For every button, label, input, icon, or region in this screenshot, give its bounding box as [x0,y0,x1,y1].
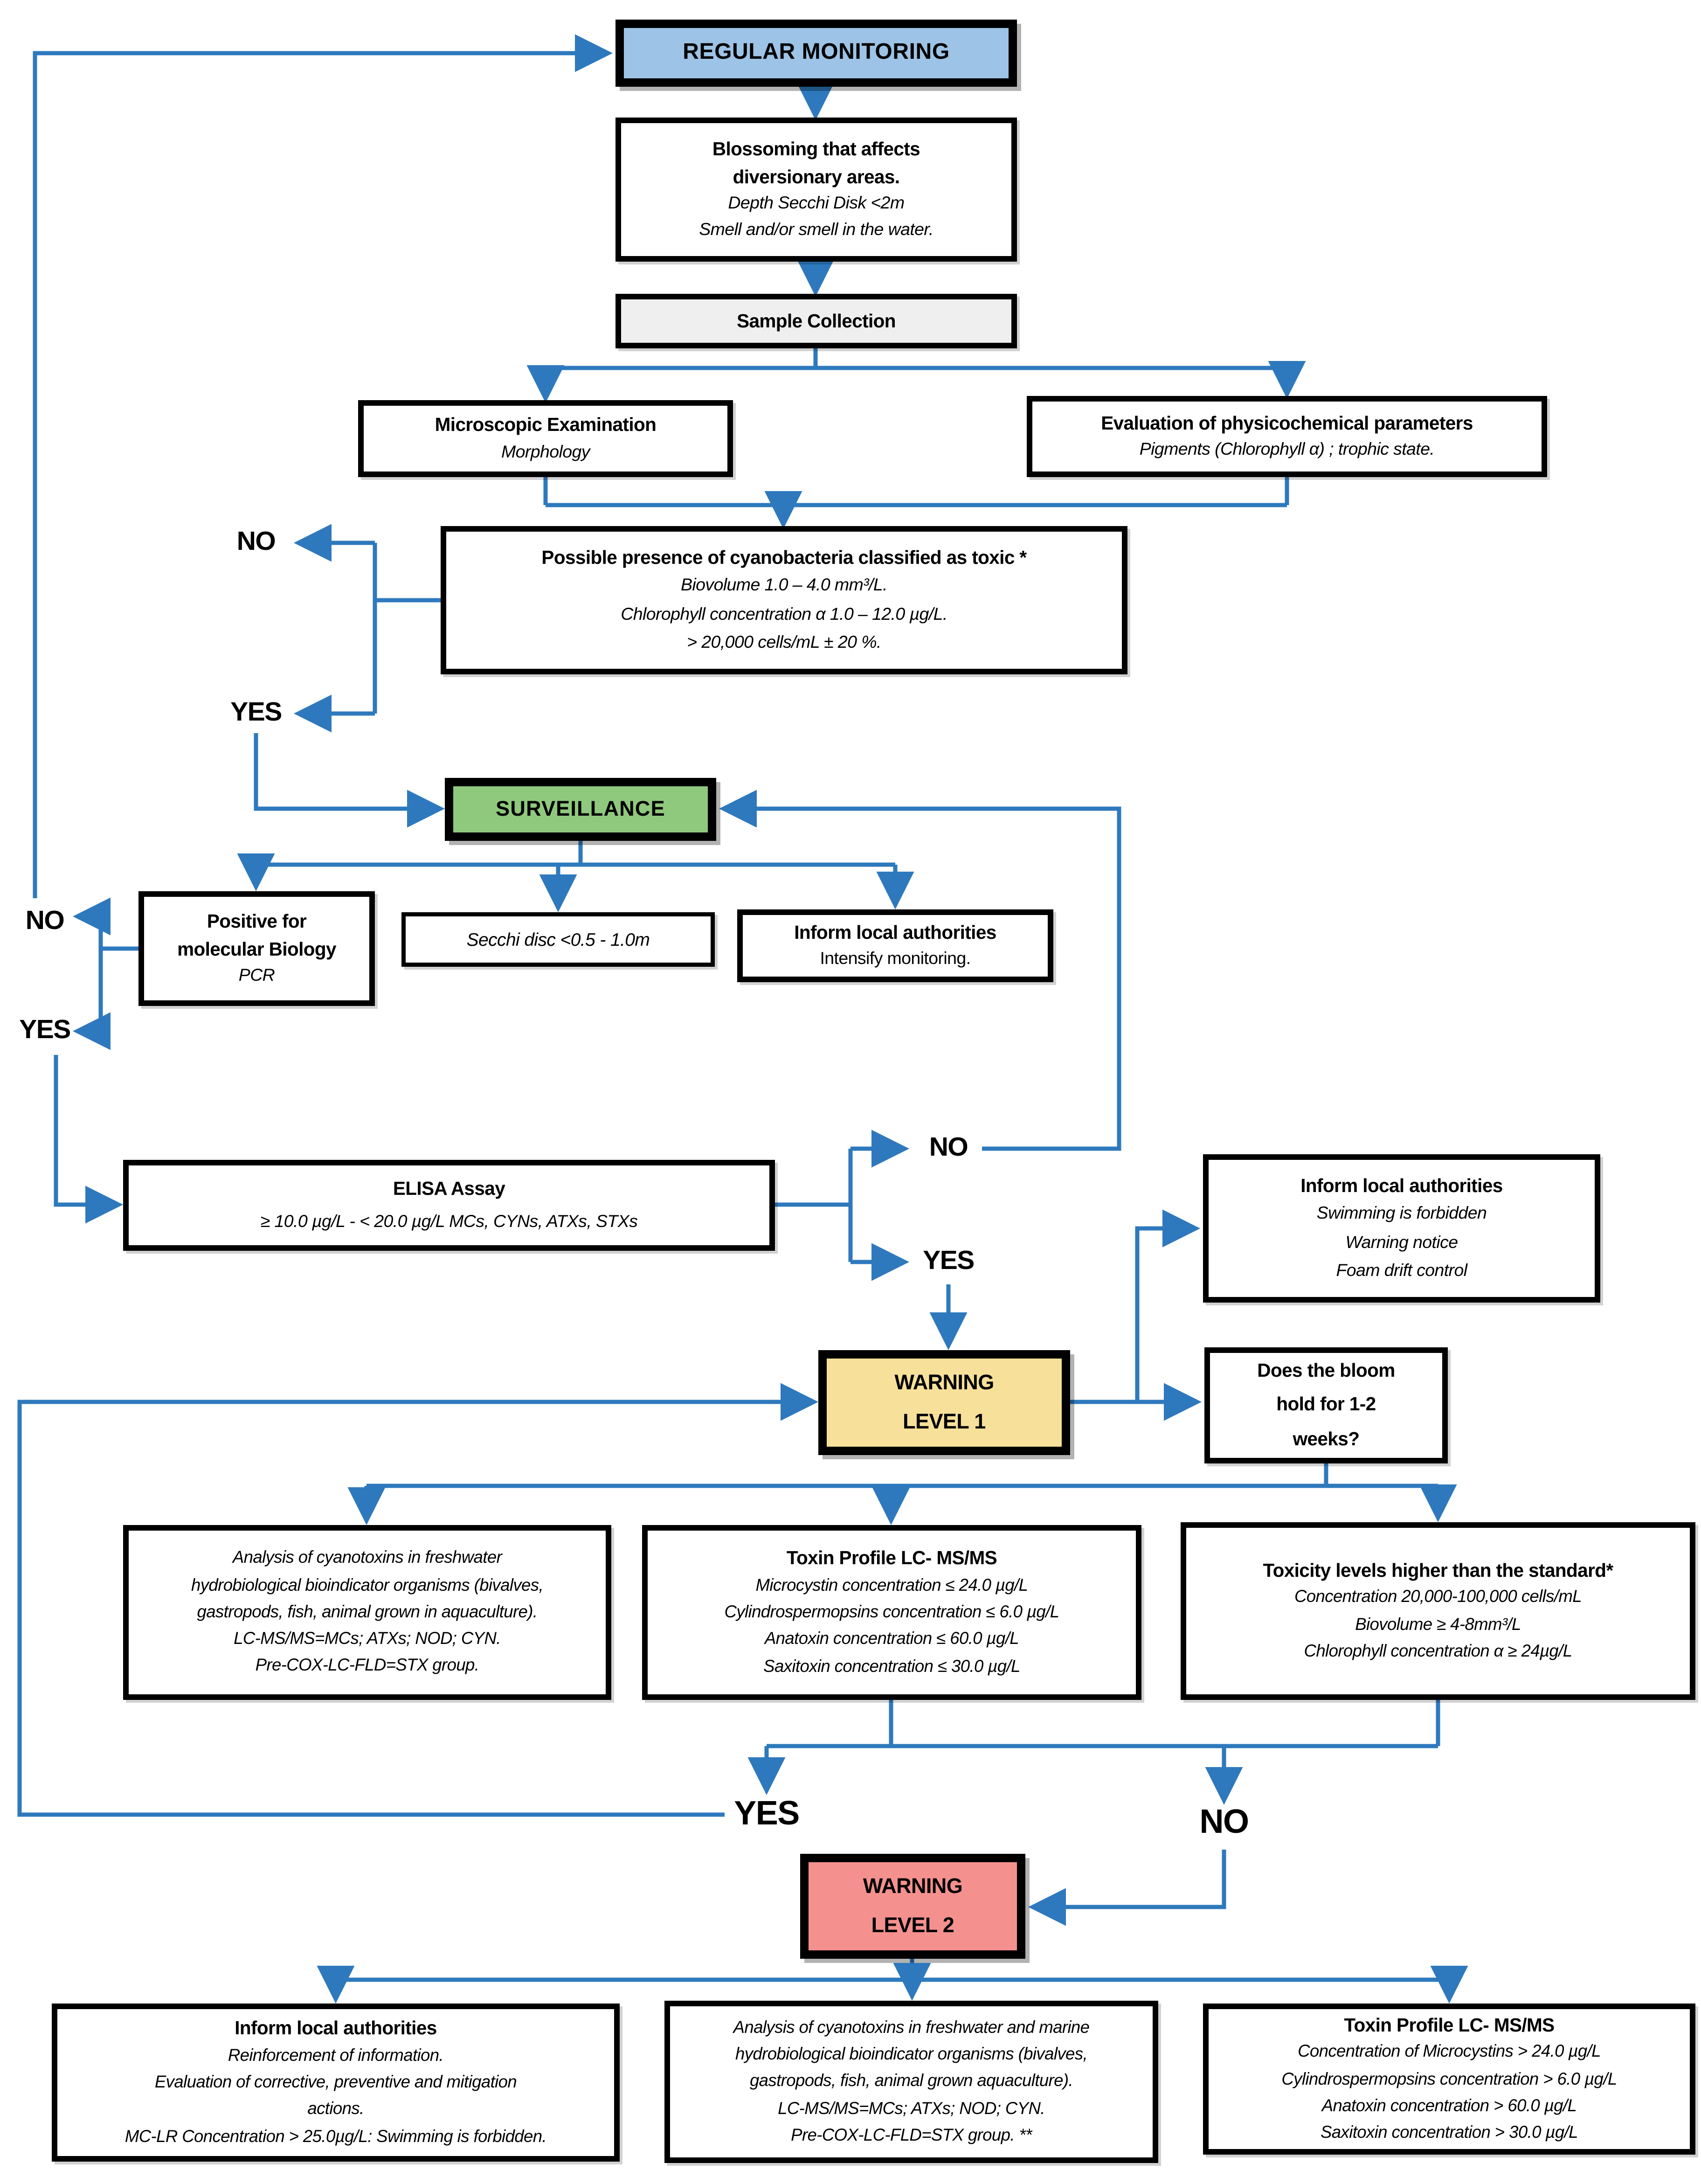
node-physicochemical-parameters: Evaluation of physicochemical parameters… [1027,396,1547,477]
node-surveillance: SURVEILLANCE [445,778,716,841]
branch-label-yes-pcr: YES [19,1016,71,1045]
node-body: Swimming is forbidden Warning notice Foa… [1316,1204,1487,1280]
node-body: Depth Secchi Disk <2m Smell and/or smell… [699,193,933,240]
node-title: Toxin Profile LC- MS/MS [1344,2014,1555,2036]
node-body: Reinforcement of information. Evaluation… [124,2045,547,2146]
node-analysis-freshwater-bioindicator: Analysis of cyanotoxins in freshwater hy… [123,1525,611,1700]
node-title: Sample Collection [737,310,896,332]
node-title: Inform local authorities [235,2018,437,2039]
node-toxin-profile-level1: Toxin Profile LC- MS/MS Microcystin conc… [642,1525,1141,1700]
node-body: Concentration 20,000-100,000 cells/mL Bi… [1294,1587,1582,1661]
node-body: Biovolume 1.0 – 4.0 mm³/L. Chlorophyll c… [621,575,947,652]
branch-label-yes-standard: YES [734,1795,800,1833]
node-body: Analysis of cyanotoxins in freshwater an… [733,2017,1090,2145]
node-title: SURVEILLANCE [496,797,665,821]
node-title: Microscopic Examination [435,415,657,436]
node-toxicity-above-standard: Toxicity levels higher than the standard… [1181,1522,1695,1700]
branch-label-no-standard: NO [1199,1803,1250,1841]
node-sample-collection: Sample Collection [615,294,1017,348]
node-title: Does the bloom hold for 1-2 weeks? [1257,1360,1395,1449]
node-body: Secchi disc <0.5 - 1.0m [466,929,650,950]
branch-label-no-toxic: NO [236,527,276,557]
node-inform-reinforcement: Inform local authorities Reinforcement o… [52,2004,620,2162]
node-secchi-disc: Secchi disc <0.5 - 1.0m [401,912,715,967]
node-inform-intensify: Inform local authorities Intensify monit… [737,909,1053,982]
node-elisa-assay: ELISA Assay ≥ 10.0 µg/L - < 20.0 µg/L MC… [123,1160,775,1251]
node-inform-swimming-forbidden: Inform local authorities Swimming is for… [1203,1154,1600,1303]
node-body: Concentration of Microcystins > 24.0 µg/… [1281,2041,1617,2142]
node-warning-level-2: WARNING LEVEL 2 [800,1854,1025,1959]
node-body: PCR [238,965,275,985]
branch-label-yes-toxic: YES [230,698,282,728]
node-title: Positive for molecular Biology [177,911,336,959]
node-bloom-hold-question: Does the bloom hold for 1-2 weeks? [1204,1347,1448,1463]
node-title: Toxicity levels higher than the standard… [1263,1560,1613,1581]
node-title: Toxin Profile LC- MS/MS [786,1547,997,1569]
node-regular-monitoring: REGULAR MONITORING [615,20,1017,87]
node-warning-level-1: WARNING LEVEL 1 [818,1350,1070,1455]
node-blossoming: Blossoming that affects diversionary are… [615,118,1017,262]
node-body: Morphology [501,442,590,462]
node-title: WARNING LEVEL 1 [894,1371,994,1434]
node-title: REGULAR MONITORING [683,41,950,65]
node-body: Analysis of cyanotoxins in freshwater hy… [191,1547,544,1676]
node-title: ELISA Assay [393,1179,505,1200]
node-body: Microcystin concentration ≤ 24.0 µg/L Cy… [724,1575,1060,1676]
node-possible-presence-toxic: Possible presence of cyanobacteria class… [441,526,1127,674]
node-body: Pigments (Chlorophyll α) ; trophic state… [1139,440,1435,460]
node-body: Intensify monitoring. [820,949,971,969]
node-title: Possible presence of cyanobacteria class… [541,547,1027,568]
node-title: Blossoming that affects diversionary are… [712,139,920,187]
node-title: Inform local authorities [794,922,996,943]
branch-label-no-elisa: NO [929,1133,968,1163]
branch-label-no-pcr: NO [25,907,65,936]
node-body: ≥ 10.0 µg/L - < 20.0 µg/L MCs, CYNs, ATX… [260,1211,638,1231]
node-molecular-biology-pcr: Positive for molecular Biology PCR [138,891,375,1006]
node-title: WARNING LEVEL 2 [863,1874,963,1937]
node-title: Inform local authorities [1300,1175,1503,1196]
node-analysis-marine-bioindicator: Analysis of cyanotoxins in freshwater an… [664,2001,1158,2163]
node-toxin-profile-level2: Toxin Profile LC- MS/MS Concentration of… [1203,2004,1695,2155]
node-microscopic-examination: Microscopic Examination Morphology [358,400,733,477]
branch-label-yes-elisa: YES [923,1247,975,1276]
node-title: Evaluation of physicochemical parameters [1101,412,1473,434]
